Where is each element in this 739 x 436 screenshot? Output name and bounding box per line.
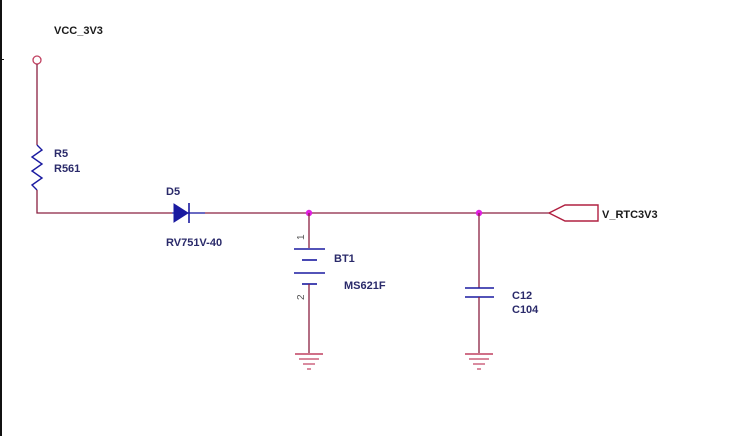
capacitor-value: C104 xyxy=(512,304,539,316)
power-port-icon[interactable] xyxy=(32,55,42,65)
output-port-icon[interactable] xyxy=(547,204,599,222)
battery-pin1: 1 xyxy=(296,234,307,240)
sheet-border-left xyxy=(0,0,2,436)
battery-icon[interactable] xyxy=(294,248,325,285)
battery-ref: BT1 xyxy=(334,253,355,265)
vcc-net-label: VCC_3V3 xyxy=(54,25,103,37)
resistor-ref: R5 xyxy=(54,148,68,160)
resistor-value: R561 xyxy=(54,163,80,175)
resistor-icon[interactable] xyxy=(30,144,44,191)
output-net-label: V_RTC3V3 xyxy=(602,209,658,221)
battery-value: MS621F xyxy=(344,280,386,292)
wire-r5-to-d5 xyxy=(36,190,172,214)
diode-icon[interactable] xyxy=(173,203,189,223)
diode-ref: D5 xyxy=(166,186,180,198)
capacitor-icon[interactable] xyxy=(465,287,494,298)
battery-pin2: 2 xyxy=(296,294,307,300)
sheet-border-tick xyxy=(0,59,4,60)
ground-icon xyxy=(295,353,323,370)
ground-icon xyxy=(465,353,493,370)
capacitor-ref: C12 xyxy=(512,290,532,302)
diode-value: RV751V-40 xyxy=(166,237,222,249)
